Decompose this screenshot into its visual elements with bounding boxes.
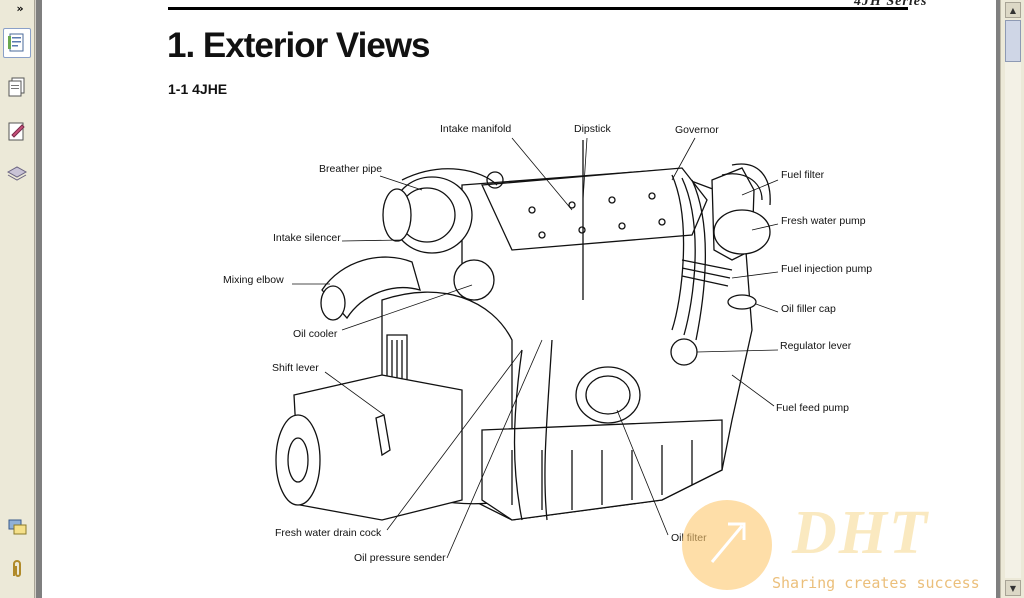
watermark-brand: DHT — [792, 499, 929, 567]
engine-exterior-diagram: Intake manifold Dipstick Governor Breath… — [223, 123, 872, 564]
comments-icon[interactable] — [3, 512, 31, 542]
callout-fresh-water-pump: Fresh water pump — [781, 215, 866, 227]
scroll-track[interactable] — [1005, 62, 1021, 578]
bookmarks-icon[interactable] — [3, 72, 31, 102]
callout-leader-lines — [292, 137, 779, 559]
callout-regulator-lever: Regulator lever — [780, 340, 852, 352]
callout-shift-lever: Shift lever — [272, 362, 319, 374]
callout-fuel-filter: Fuel filter — [781, 169, 825, 181]
document-page: 4JH Series 1. Exterior Views 1-1 4JHE — [42, 0, 996, 598]
attachments-icon[interactable] — [3, 554, 31, 584]
callout-oil-pressure-sender: Oil pressure sender — [354, 552, 446, 564]
engine-drawing — [275, 140, 771, 521]
series-label: 4JH Series — [854, 0, 928, 9]
callout-governor: Governor — [675, 124, 719, 136]
document-viewer: 4JH Series 1. Exterior Views 1-1 4JHE — [36, 0, 1000, 598]
callout-oil-cooler: Oil cooler — [293, 328, 338, 340]
callout-breather-pipe: Breather pipe — [319, 163, 382, 175]
section-subtitle: 1-1 4JHE — [168, 81, 228, 97]
callout-dipstick: Dipstick — [574, 123, 612, 135]
signatures-icon[interactable] — [3, 116, 31, 146]
navigation-rail: » — [0, 0, 35, 598]
expand-panel-icon[interactable]: » — [16, 2, 24, 15]
callout-fuel-feed-pump: Fuel feed pump — [776, 402, 849, 414]
pages-icon[interactable] — [3, 28, 31, 58]
callout-intake-manifold: Intake manifold — [440, 123, 511, 135]
callout-mixing-elbow: Mixing elbow — [223, 274, 284, 286]
dht-watermark: DHT Sharing creates success — [682, 496, 996, 596]
watermark-tagline: Sharing creates success — [772, 574, 980, 592]
layers-icon[interactable] — [3, 158, 31, 188]
scroll-thumb[interactable] — [1005, 20, 1021, 62]
callout-oil-filler-cap: Oil filler cap — [781, 303, 836, 315]
callout-fuel-injection-pump: Fuel injection pump — [781, 263, 872, 275]
callout-fresh-water-drain-cock: Fresh water drain cock — [275, 527, 382, 539]
vertical-scrollbar[interactable]: ▲ ▼ — [1000, 0, 1024, 598]
scroll-up-icon[interactable]: ▲ — [1005, 2, 1021, 18]
callout-intake-silencer: Intake silencer — [273, 232, 341, 244]
scroll-down-icon[interactable]: ▼ — [1005, 580, 1021, 596]
page-title: 1. Exterior Views — [167, 26, 431, 65]
watermark-arrow-icon — [682, 500, 772, 590]
header-rule — [168, 7, 908, 10]
